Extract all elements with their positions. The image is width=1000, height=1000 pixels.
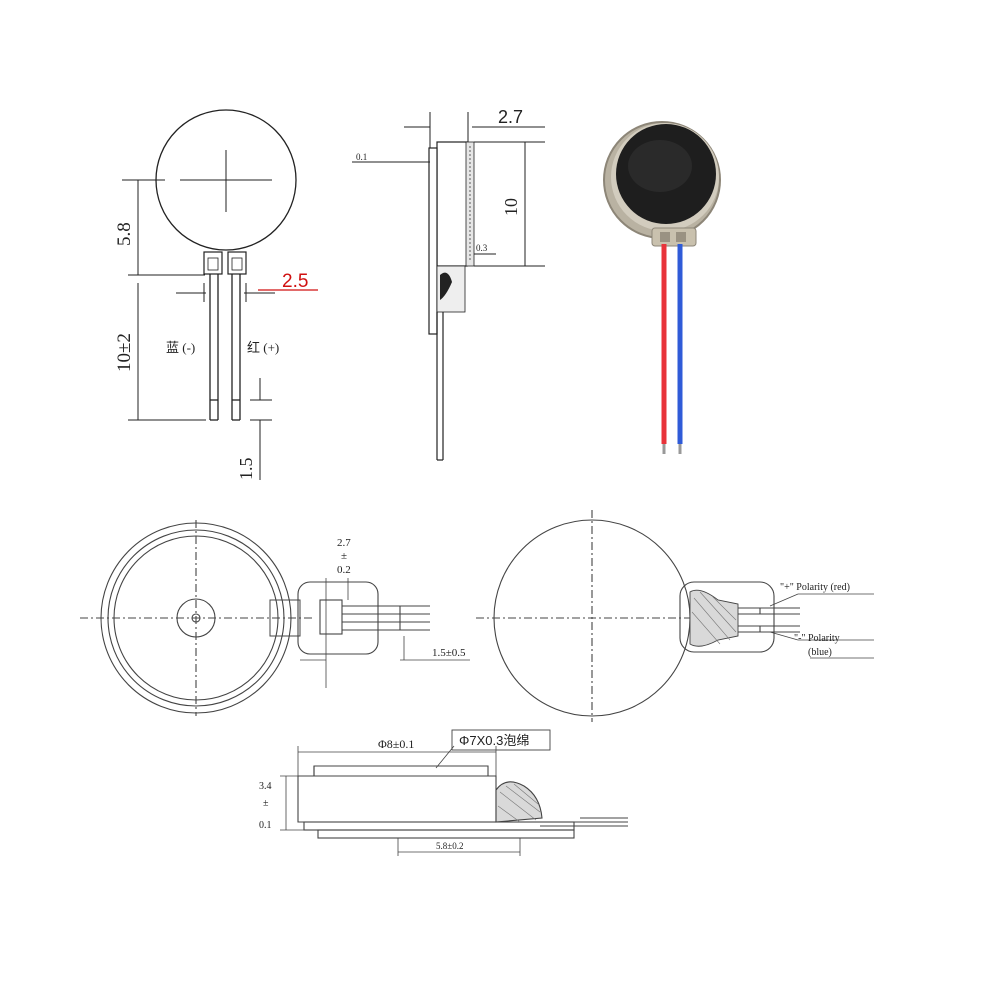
polarity-view-drawing: [476, 510, 874, 722]
width-label: 5.8±0.2: [436, 841, 463, 851]
lead-negative-label: 蓝 (-): [166, 340, 195, 355]
dim-gap-label: 0.1: [356, 152, 367, 162]
dim-pm-label: ±: [341, 550, 347, 562]
lead-pad-left: [203, 251, 223, 275]
lead-positive-label: 红 (+): [247, 340, 279, 355]
motor-side-body: [436, 141, 468, 267]
dim-top-label: 2.7: [337, 537, 351, 549]
dim-diameter-label: 2.5: [282, 271, 308, 292]
rear-view-drawing: [80, 520, 470, 716]
dim-strip-label: 1.5: [236, 458, 256, 481]
dim-diameter-side-label: 10: [501, 198, 521, 216]
dim-lead-length-label: 10±2: [114, 333, 135, 372]
dim-tol-label: 0.2: [337, 564, 351, 576]
foam-label: Φ7X0.3泡绵: [459, 733, 529, 748]
side-view-drawing: [352, 112, 545, 461]
dim-thickness-label: 2.7: [498, 107, 523, 127]
bottom-side-view-drawing: [280, 729, 628, 856]
front-view-drawing: [122, 109, 318, 480]
plus-polarity-label: "+" Polarity (red): [780, 582, 850, 593]
motor-photo: [603, 121, 721, 454]
lead-pad-right: [227, 251, 247, 275]
height-pm-label: ±: [263, 798, 269, 809]
diameter-label: Φ8±0.1: [378, 737, 414, 751]
dim-height-label: 5.8: [114, 222, 135, 246]
dim-strip-tol-label: 1.5±0.5: [432, 647, 466, 659]
foam-label-box: [451, 729, 551, 751]
dim-small-label: 0.3: [476, 243, 488, 253]
height-b-label: 0.1: [259, 820, 272, 831]
minus-polarity-sub-label: (blue): [808, 647, 832, 658]
minus-polarity-label: "-" Polarity: [794, 633, 840, 644]
height-a-label: 3.4: [259, 781, 272, 792]
